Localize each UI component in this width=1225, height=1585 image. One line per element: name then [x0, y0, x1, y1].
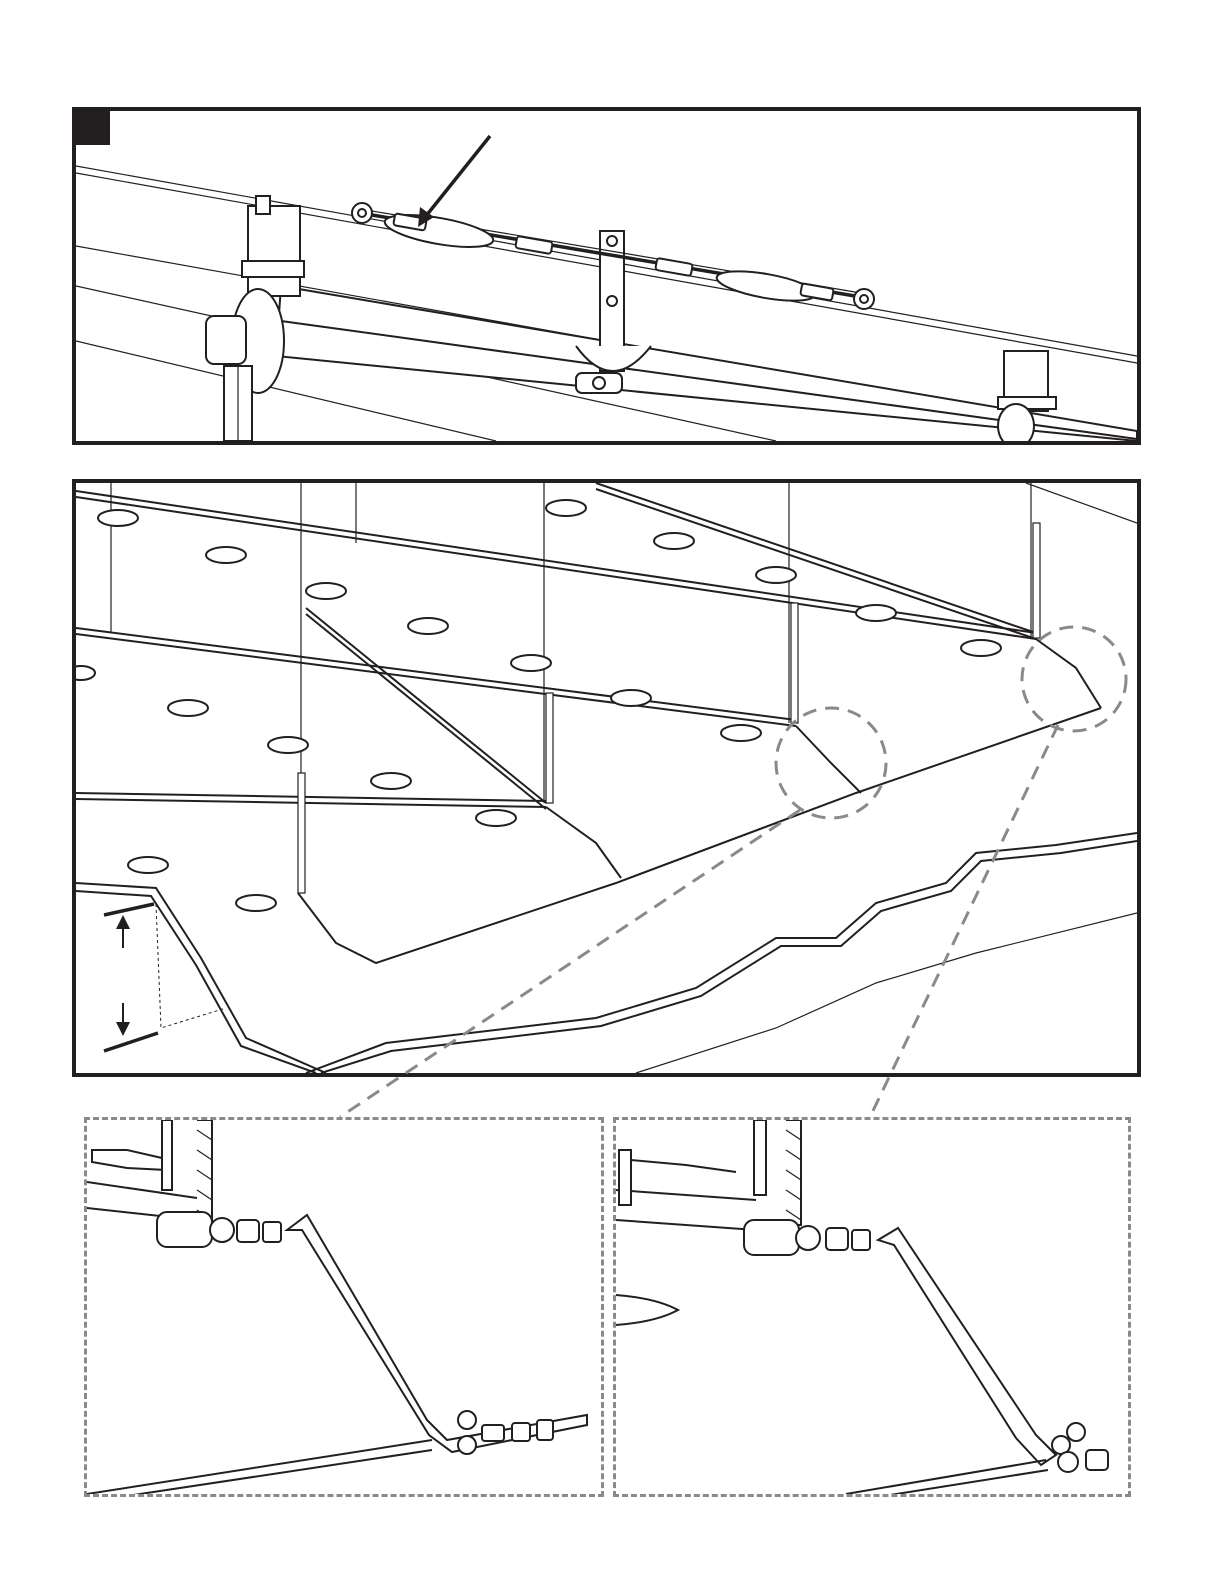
panel-detail-right [613, 1117, 1131, 1497]
cable-assembly-drawing [76, 111, 1137, 441]
sprinkler-heads [76, 500, 1001, 911]
detail-right-drawing [616, 1120, 1128, 1494]
detail-left-drawing [87, 1120, 601, 1494]
panel-layout-overview [72, 479, 1141, 1077]
layout-drawing [76, 483, 1137, 1073]
panel-cable-detail [72, 107, 1141, 445]
step-marker [76, 111, 110, 145]
panel-detail-left [84, 1117, 604, 1497]
